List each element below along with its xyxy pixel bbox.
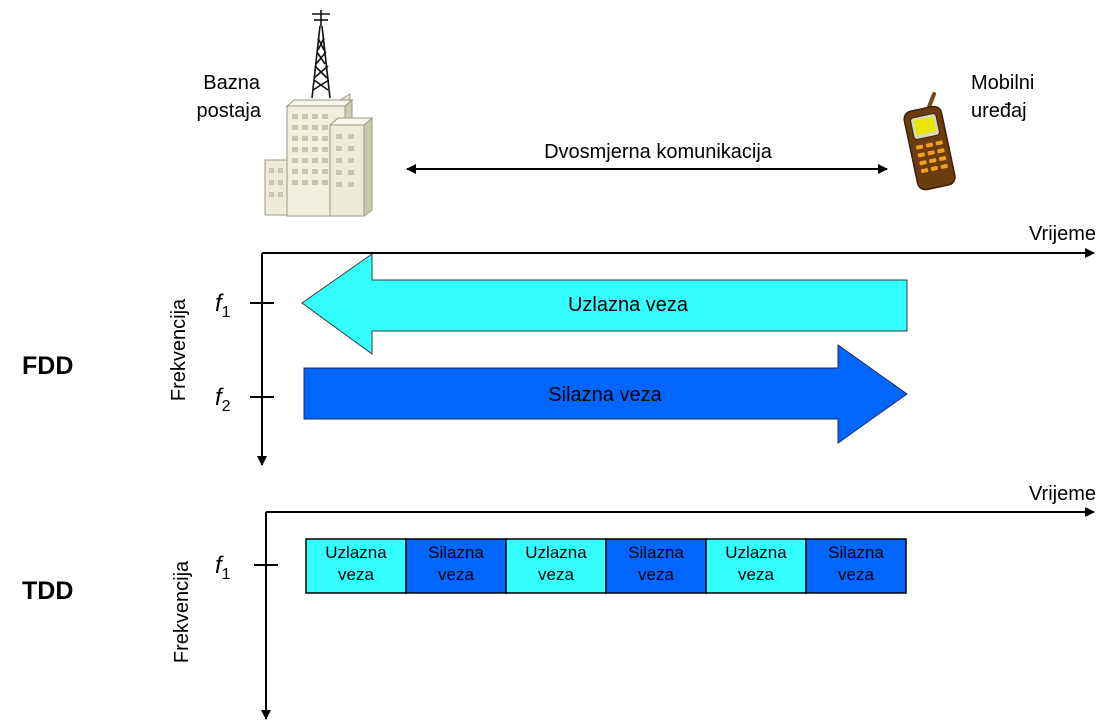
tdd-slot-downlink [605, 538, 707, 594]
tdd-slot-downlink [805, 538, 907, 594]
fdd-frequency-axis-label: Frekvencija [168, 298, 190, 401]
tdd-slot-label-line1: Uzlazna [725, 543, 787, 562]
tdd-f1-base: f [215, 552, 224, 579]
fdd-f2-label: f2 [215, 384, 231, 415]
tdd-slot-label-line2: veza [838, 565, 874, 584]
fdd-f1-base: f [215, 290, 224, 317]
tdd-slot-uplink [505, 538, 607, 594]
uplink-arrow [301, 253, 908, 355]
fdd-f2-base: f [215, 384, 224, 411]
tdd-f1-sub: 1 [222, 566, 231, 583]
fdd-f1-label: f1 [215, 290, 231, 321]
tdd-slot-downlink [405, 538, 507, 594]
downlink-arrow [303, 344, 908, 444]
base-station-label-line1: Bazna [203, 72, 261, 94]
tdd-slot-label-line2: veza [338, 565, 374, 584]
building-with-antenna-icon [264, 10, 374, 218]
link-label: Dvosmjerna komunikacija [544, 141, 773, 163]
fdd-time-axis-label: Vrijeme [1029, 223, 1096, 245]
fdd-f1-sub: 1 [222, 304, 231, 321]
tdd-slot-label-line2: veza [738, 565, 774, 584]
mobile-label-line1: Mobilni [971, 72, 1034, 94]
tdd-slot-uplink [305, 538, 407, 594]
uplink-label: Uzlazna veza [568, 294, 689, 316]
tdd-slot-strip: Uzlazna veza Silazna veza Uzlazna veza Silazna… [305, 538, 907, 594]
tdd-frequency-axis-label: Frekvencija [171, 560, 193, 663]
mobile-phone-icon [903, 92, 956, 191]
tdd-slot-label-line2: veza [638, 565, 674, 584]
downlink-label: Silazna veza [548, 384, 662, 406]
base-station-label-line2: postaja [197, 100, 262, 122]
tdd-slot-uplink [705, 538, 807, 594]
fdd-f2-sub: 2 [222, 398, 231, 415]
tdd-slot-label-line1: Silazna [428, 543, 484, 562]
tdd-slot-label-line2: veza [438, 565, 474, 584]
tdd-slot-label-line1: Silazna [828, 543, 884, 562]
tdd-f1-label: f1 [215, 552, 231, 583]
tdd-label: TDD [22, 577, 73, 605]
mobile-label-line2: uređaj [971, 100, 1027, 122]
fdd-label: FDD [22, 352, 73, 380]
tdd-time-axis-label: Vrijeme [1029, 483, 1096, 505]
tdd-slot-label-line1: Uzlazna [325, 543, 387, 562]
tdd-slot-label-line1: Silazna [628, 543, 684, 562]
tdd-slot-label-line2: veza [538, 565, 574, 584]
tdd-slot-label-line1: Uzlazna [525, 543, 587, 562]
